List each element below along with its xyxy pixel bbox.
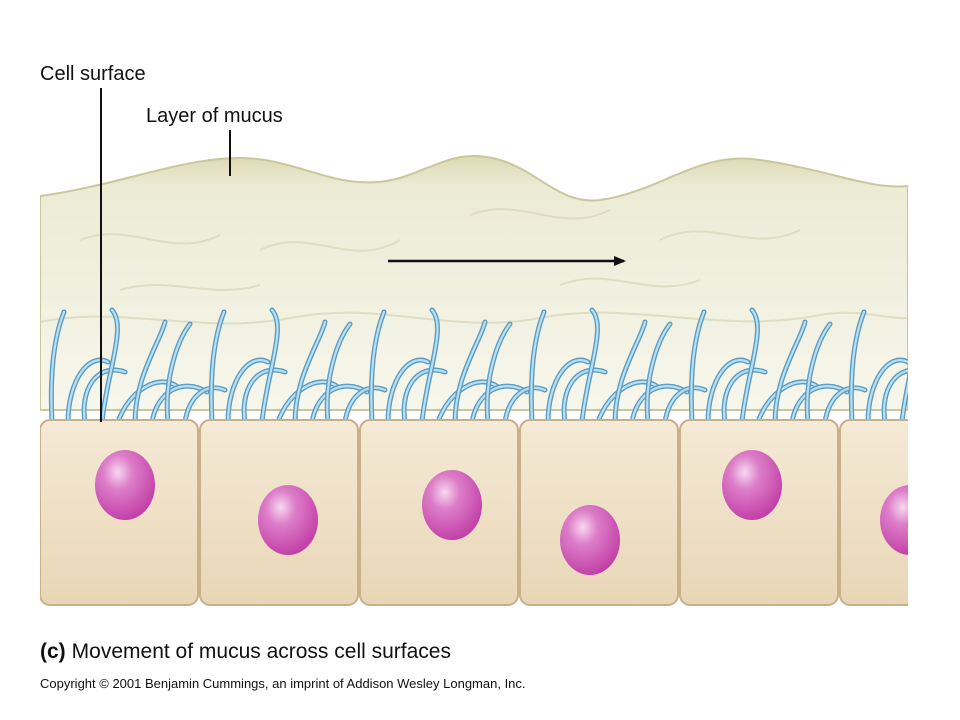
cilium [116, 380, 180, 424]
cilium [503, 386, 547, 424]
cilium [486, 322, 512, 424]
cilium [133, 320, 167, 424]
cilium [453, 320, 487, 424]
cilium [935, 322, 960, 422]
cilium [596, 380, 660, 424]
cilium [226, 359, 270, 424]
cilium [166, 322, 192, 424]
caption-tag: (c) [40, 640, 66, 663]
cilium [952, 386, 960, 422]
epithelial-cells [40, 419, 908, 606]
cilium [420, 308, 439, 424]
cilium [663, 386, 707, 424]
cilium [866, 359, 908, 424]
cilium [580, 308, 599, 424]
cilium [630, 385, 689, 424]
cilium [386, 359, 430, 424]
cell-nucleus [880, 485, 908, 555]
cilium [850, 310, 866, 424]
cell-nucleus [258, 485, 318, 555]
cilium [918, 382, 960, 422]
cilium [326, 322, 352, 424]
cilia-group [48, 307, 960, 425]
cilium [918, 382, 960, 422]
cell-nucleus [95, 450, 155, 520]
cilium [900, 379, 908, 424]
cilium [183, 386, 227, 424]
copyright-notice: Copyright © 2001 Benjamin Cummings, an i… [40, 676, 526, 691]
cilium [276, 380, 340, 424]
cilium [293, 320, 327, 424]
cilium [402, 369, 447, 424]
cilium [646, 322, 672, 424]
cilium [343, 386, 387, 424]
cilium [66, 359, 110, 424]
cilium [150, 385, 209, 424]
cilium [935, 322, 960, 422]
cilium [242, 369, 287, 424]
cilium [952, 386, 960, 422]
cilium [546, 359, 590, 424]
cilium [823, 386, 867, 424]
layer-of-mucus-label: Layer of mucus [146, 105, 283, 127]
cilium [470, 385, 529, 424]
cilium [436, 380, 500, 424]
cilium [210, 310, 226, 424]
cilium [260, 308, 279, 424]
cilium [722, 369, 767, 424]
cilium [50, 310, 66, 424]
cilium [806, 322, 832, 424]
cell-nucleus [560, 505, 620, 575]
caption-text: Movement of mucus across cell surfaces [71, 640, 451, 663]
cilium [613, 320, 647, 424]
cilium [82, 369, 127, 424]
cell-nucleus [422, 470, 482, 540]
cilium [740, 308, 759, 424]
cilium [882, 369, 908, 424]
cilium [773, 320, 807, 424]
cilium [310, 385, 369, 424]
cilium [370, 310, 386, 424]
cilium [706, 359, 750, 424]
epithelial-cell [839, 419, 908, 606]
cilium [690, 310, 706, 424]
cilium [530, 310, 546, 424]
cilium [790, 385, 849, 424]
cilium [756, 380, 820, 424]
cilium [100, 308, 119, 424]
cell-surface-label: Cell surface [40, 63, 146, 85]
figure-caption: (c)Movement of mucus across cell surface… [40, 640, 451, 664]
mucus-layer [40, 154, 908, 411]
cilium [562, 369, 607, 424]
cell-nucleus [722, 450, 782, 520]
